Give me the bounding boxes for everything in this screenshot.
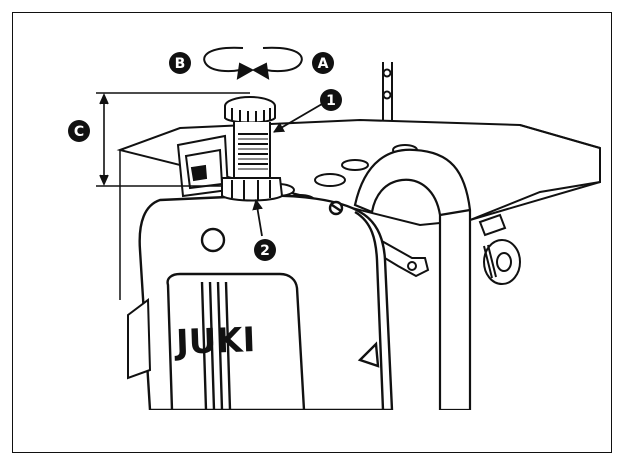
callout-1-text: 1: [326, 93, 336, 109]
dimension-c: [96, 92, 250, 187]
rear-panel: [176, 134, 230, 198]
take-up-cover: [353, 148, 472, 412]
callout-c-text: C: [74, 124, 84, 140]
callout-b-text: B: [175, 56, 186, 72]
callout-b: B: [169, 52, 191, 74]
callout-c: C: [68, 120, 90, 142]
callout-1: 1: [320, 89, 342, 111]
callout-a-text: A: [318, 56, 329, 72]
left-bracket: [119, 150, 152, 380]
brand-logo: JUKI: [173, 320, 256, 363]
rotation-arrows: [203, 46, 303, 80]
bottom-blank: [14, 410, 610, 451]
side-knob: [478, 213, 521, 285]
callout-a: A: [312, 52, 334, 74]
callout-2: 2: [254, 239, 276, 261]
leader-arrows: [252, 103, 323, 237]
adjustment-dial: [221, 96, 284, 202]
face-plate: [138, 194, 394, 412]
callout-2-text: 2: [260, 243, 270, 259]
